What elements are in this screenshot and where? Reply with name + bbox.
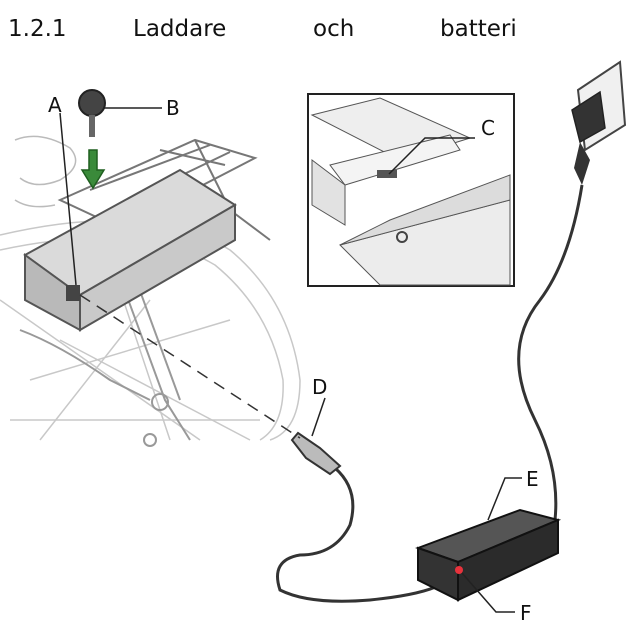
label-b: B xyxy=(166,96,180,120)
charger-block xyxy=(415,508,562,602)
label-f: F xyxy=(520,601,532,625)
heading-word-och: och xyxy=(313,16,355,42)
dc-connector xyxy=(290,431,342,476)
connection-guide-lines xyxy=(79,294,301,439)
wall-socket xyxy=(571,60,627,185)
label-d: D xyxy=(312,375,327,399)
battery-key-icon xyxy=(78,89,106,137)
label-c: C xyxy=(481,116,495,140)
charge-indicator-led xyxy=(455,566,463,574)
mains-cable xyxy=(517,184,584,521)
battery-pack xyxy=(23,168,237,332)
battery-lock xyxy=(66,285,80,301)
battery-contact xyxy=(377,170,397,178)
detail-inset xyxy=(307,93,515,287)
heading-word-laddare: Laddare xyxy=(133,16,227,42)
dc-cable xyxy=(276,466,441,603)
insert-arrow-icon xyxy=(80,149,106,190)
label-e: E xyxy=(526,467,539,491)
section-number: 1.2.1 xyxy=(8,16,67,42)
leader-lines xyxy=(59,107,522,613)
section-heading: 1.2.1 Laddare och batteri xyxy=(8,10,628,46)
hand-sketch xyxy=(14,135,77,208)
label-a: A xyxy=(48,93,62,117)
heading-word-batteri: batteri xyxy=(440,16,517,42)
